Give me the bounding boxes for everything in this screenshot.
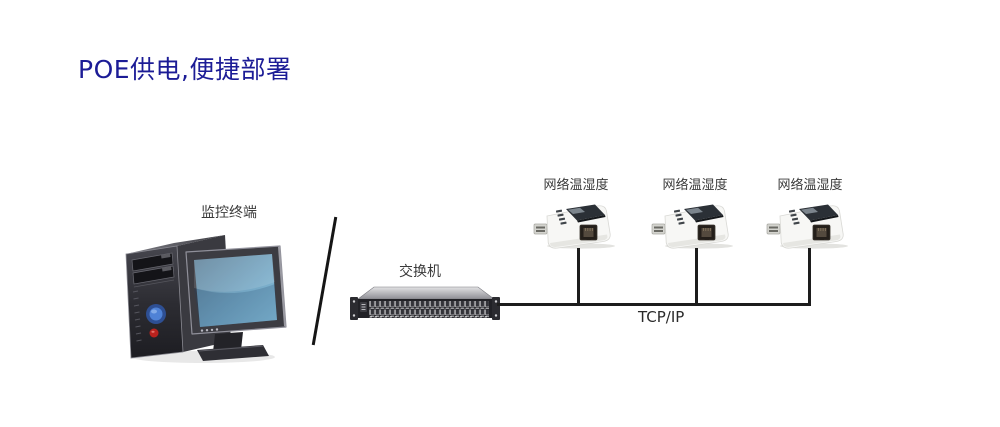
temperature-humidity-sensor-icon bbox=[651, 204, 733, 249]
sensor-label: 网络温湿度 bbox=[777, 178, 843, 193]
sensor-drop-wire bbox=[808, 248, 811, 303]
sensor-label: 网络温湿度 bbox=[543, 178, 609, 193]
page-title: POE供电,便捷部署 bbox=[78, 55, 292, 84]
temperature-humidity-sensor-icon bbox=[533, 204, 615, 249]
sensor-drop-wire bbox=[695, 248, 698, 303]
terminal-label: 监控终端 bbox=[201, 205, 257, 221]
temperature-humidity-sensor-icon bbox=[766, 204, 848, 249]
switch-label: 交换机 bbox=[399, 264, 441, 280]
sensor-drop-wire bbox=[577, 248, 580, 303]
sensor-label: 网络温湿度 bbox=[662, 178, 728, 193]
divider-line bbox=[311, 216, 338, 346]
protocol-label: TCP/IP bbox=[638, 308, 685, 326]
desktop-computer-icon bbox=[125, 235, 287, 363]
tcpip-bus-wire bbox=[497, 303, 811, 306]
network-switch-icon bbox=[350, 286, 500, 320]
